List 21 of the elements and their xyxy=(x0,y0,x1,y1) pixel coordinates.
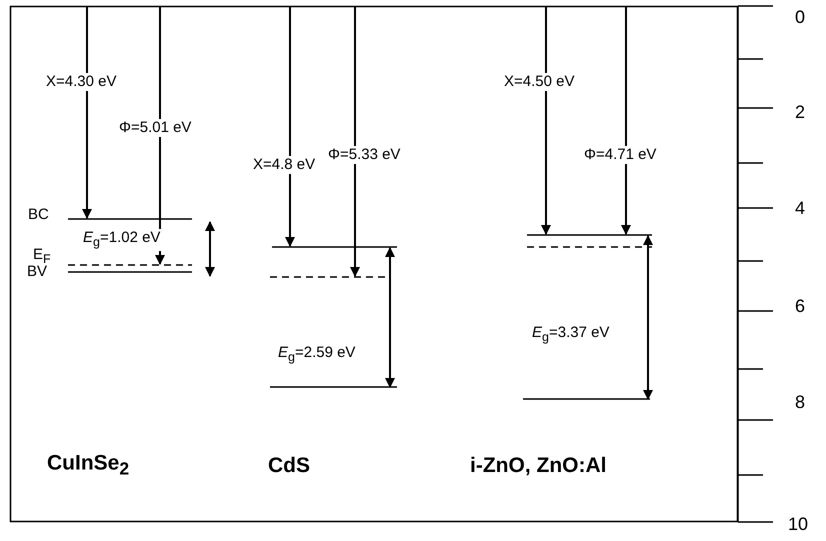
level-label: BC xyxy=(28,206,49,224)
energy-value-label: E$_{g}$=1.02 eV xyxy=(82,229,162,251)
axis-tick-label: 0 xyxy=(795,8,806,26)
energy-value-label: X=4.50 eV xyxy=(503,73,576,91)
axis-tick-label: 2 xyxy=(795,103,806,121)
level-label: E$_{g}$=3.37 eV xyxy=(532,324,610,346)
axis-tick-label: 4 xyxy=(795,199,806,217)
axis-tick-label: 10 xyxy=(788,515,808,533)
material-name: CuInSe$_{2}$ xyxy=(47,451,130,481)
level-label: BV xyxy=(27,263,48,281)
level-label: E$_{g}$=2.59 eV xyxy=(278,344,356,366)
energy-value-label: X=4.8 eV xyxy=(252,156,316,174)
energy-value-label: Φ=5.01 eV xyxy=(118,119,192,137)
energy-value-label: Φ=5.33 eV xyxy=(327,146,402,164)
axis-tick-label: 6 xyxy=(795,297,806,315)
material-name: i-ZnO, ZnO:Al xyxy=(470,454,606,478)
level-label: E$_{F}$ xyxy=(33,246,51,266)
energy-value-label: X=4.30 eV xyxy=(45,73,118,91)
energy-value-label: Φ=4.71 eV xyxy=(583,146,658,164)
axis-tick-label: 8 xyxy=(795,393,806,411)
material-name: CdS xyxy=(268,454,310,478)
